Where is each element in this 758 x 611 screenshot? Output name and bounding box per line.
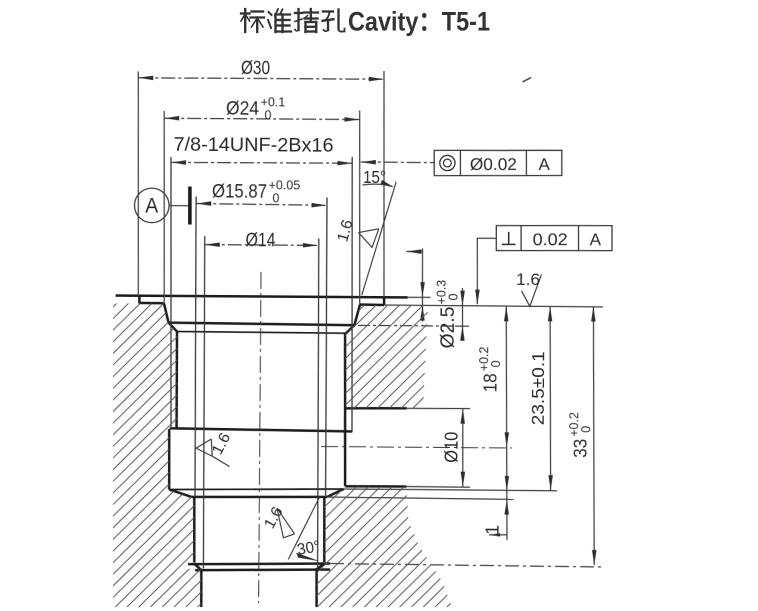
svg-text:A: A	[145, 195, 158, 218]
svg-text:Ø14: Ø14	[245, 230, 275, 251]
svg-text:18: 18	[480, 373, 500, 392]
svg-text:1.6: 1.6	[516, 271, 540, 289]
svg-text:Cavity：T5-1: Cavity：T5-1	[348, 7, 490, 37]
svg-text:A: A	[590, 230, 602, 249]
svg-text:A: A	[539, 155, 551, 174]
svg-text:7/8-14UNF-2Bx16: 7/8-14UNF-2Bx16	[173, 134, 333, 157]
svg-text:0: 0	[579, 426, 593, 433]
svg-text:0: 0	[264, 108, 271, 122]
svg-text:23.5±0.1: 23.5±0.1	[528, 351, 548, 425]
svg-text:Ø24: Ø24	[226, 98, 260, 119]
svg-text:+0.1: +0.1	[261, 95, 286, 109]
svg-text:30°: 30°	[296, 538, 322, 559]
svg-text:1: 1	[482, 525, 502, 535]
svg-text:33: 33	[570, 439, 590, 458]
svg-text:0.02: 0.02	[533, 230, 568, 249]
svg-text:+0.2: +0.2	[477, 346, 491, 371]
svg-text:+0.05: +0.05	[269, 178, 301, 192]
svg-text:Ø2.5: Ø2.5	[438, 306, 459, 348]
svg-text:+0.3: +0.3	[434, 280, 448, 305]
svg-text:Ø30: Ø30	[241, 58, 270, 79]
svg-text:15°: 15°	[363, 167, 386, 187]
svg-text:1.6: 1.6	[334, 218, 356, 244]
svg-text:0: 0	[446, 293, 460, 300]
svg-text:Ø15.87: Ø15.87	[212, 181, 267, 202]
svg-text:Ø10: Ø10	[441, 432, 462, 463]
svg-text:Ø0.02: Ø0.02	[470, 155, 517, 174]
svg-text:0: 0	[272, 191, 279, 205]
svg-text:0: 0	[489, 360, 503, 367]
svg-text:+0.2: +0.2	[567, 412, 581, 437]
